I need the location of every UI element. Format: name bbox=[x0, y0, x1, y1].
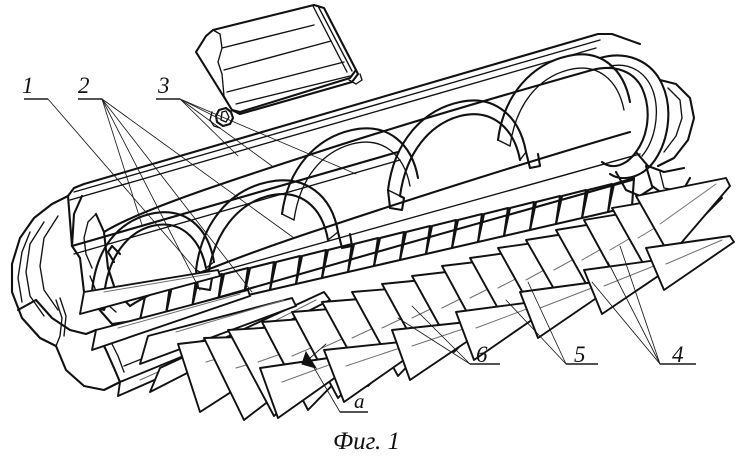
callout-4: 4 bbox=[672, 342, 684, 367]
leader-lines bbox=[24, 98, 696, 413]
callout-3: 3 bbox=[158, 73, 170, 98]
callout-a: а bbox=[354, 389, 365, 413]
callout-2: 2 bbox=[78, 73, 90, 98]
callout-6: 6 bbox=[476, 342, 488, 367]
callout-5: 5 bbox=[574, 342, 586, 367]
callout-1: 1 bbox=[22, 73, 34, 98]
figure-caption: Фиг. 1 bbox=[333, 428, 401, 455]
tines bbox=[79, 177, 735, 421]
drum-ribs bbox=[90, 53, 632, 312]
hinged-top-panel bbox=[194, 3, 363, 129]
